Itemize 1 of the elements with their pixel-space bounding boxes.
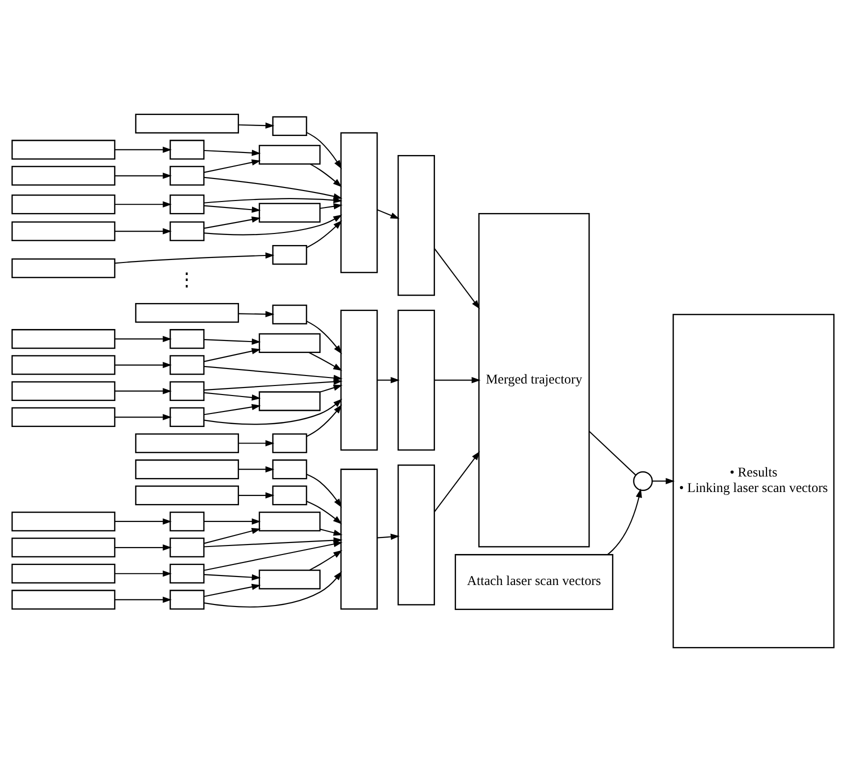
label: ⋮ xyxy=(178,270,197,291)
